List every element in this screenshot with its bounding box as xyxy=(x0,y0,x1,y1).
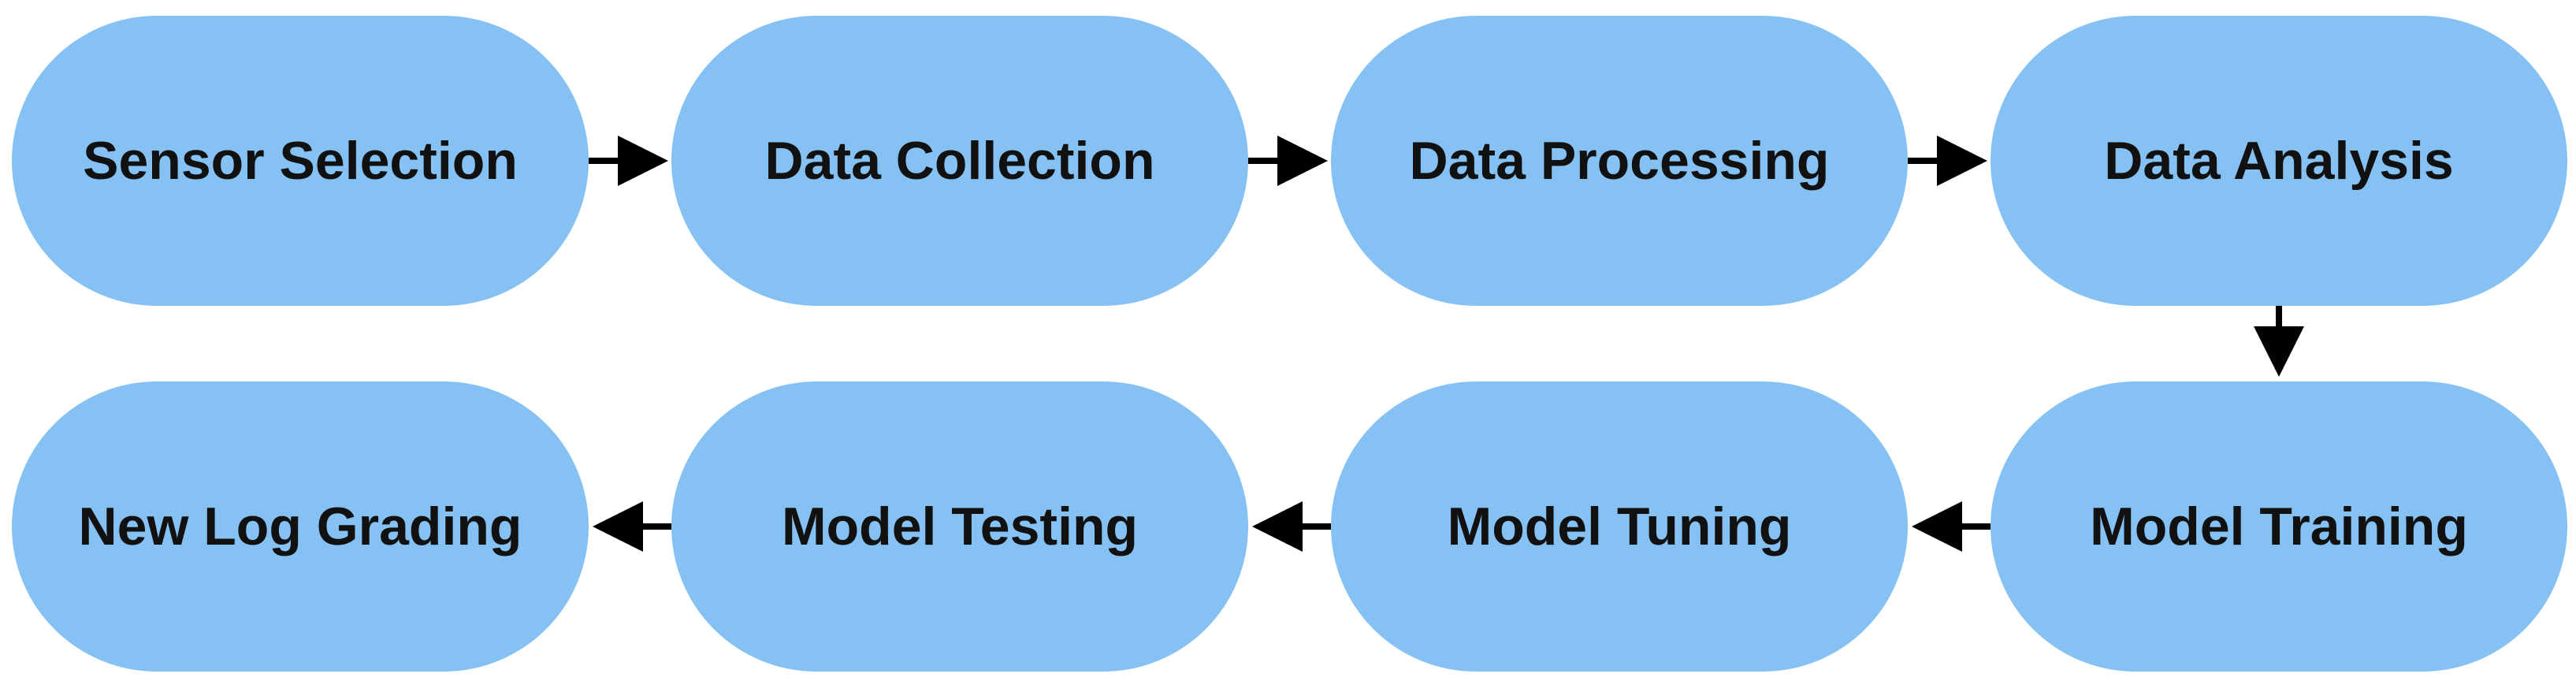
node-model-training: Model Training xyxy=(1991,381,2567,672)
node-label: Model Tuning xyxy=(1447,497,1792,556)
node-label: Data Analysis xyxy=(2104,131,2454,191)
node-sensor-selection: Sensor Selection xyxy=(12,16,589,306)
node-data-analysis: Data Analysis xyxy=(1991,16,2567,306)
node-label: Sensor Selection xyxy=(83,131,518,191)
node-data-collection: Data Collection xyxy=(671,16,1248,306)
node-data-processing: Data Processing xyxy=(1331,16,1908,306)
node-label: Data Collection xyxy=(764,131,1155,191)
node-model-testing: Model Testing xyxy=(671,381,1248,672)
node-label: Model Training xyxy=(2090,497,2468,556)
node-label: New Log Grading xyxy=(78,497,522,556)
node-model-tuning: Model Tuning xyxy=(1331,381,1908,672)
node-label: Model Testing xyxy=(781,497,1139,556)
node-label: Data Processing xyxy=(1409,131,1830,191)
node-new-log-grading: New Log Grading xyxy=(12,381,589,672)
